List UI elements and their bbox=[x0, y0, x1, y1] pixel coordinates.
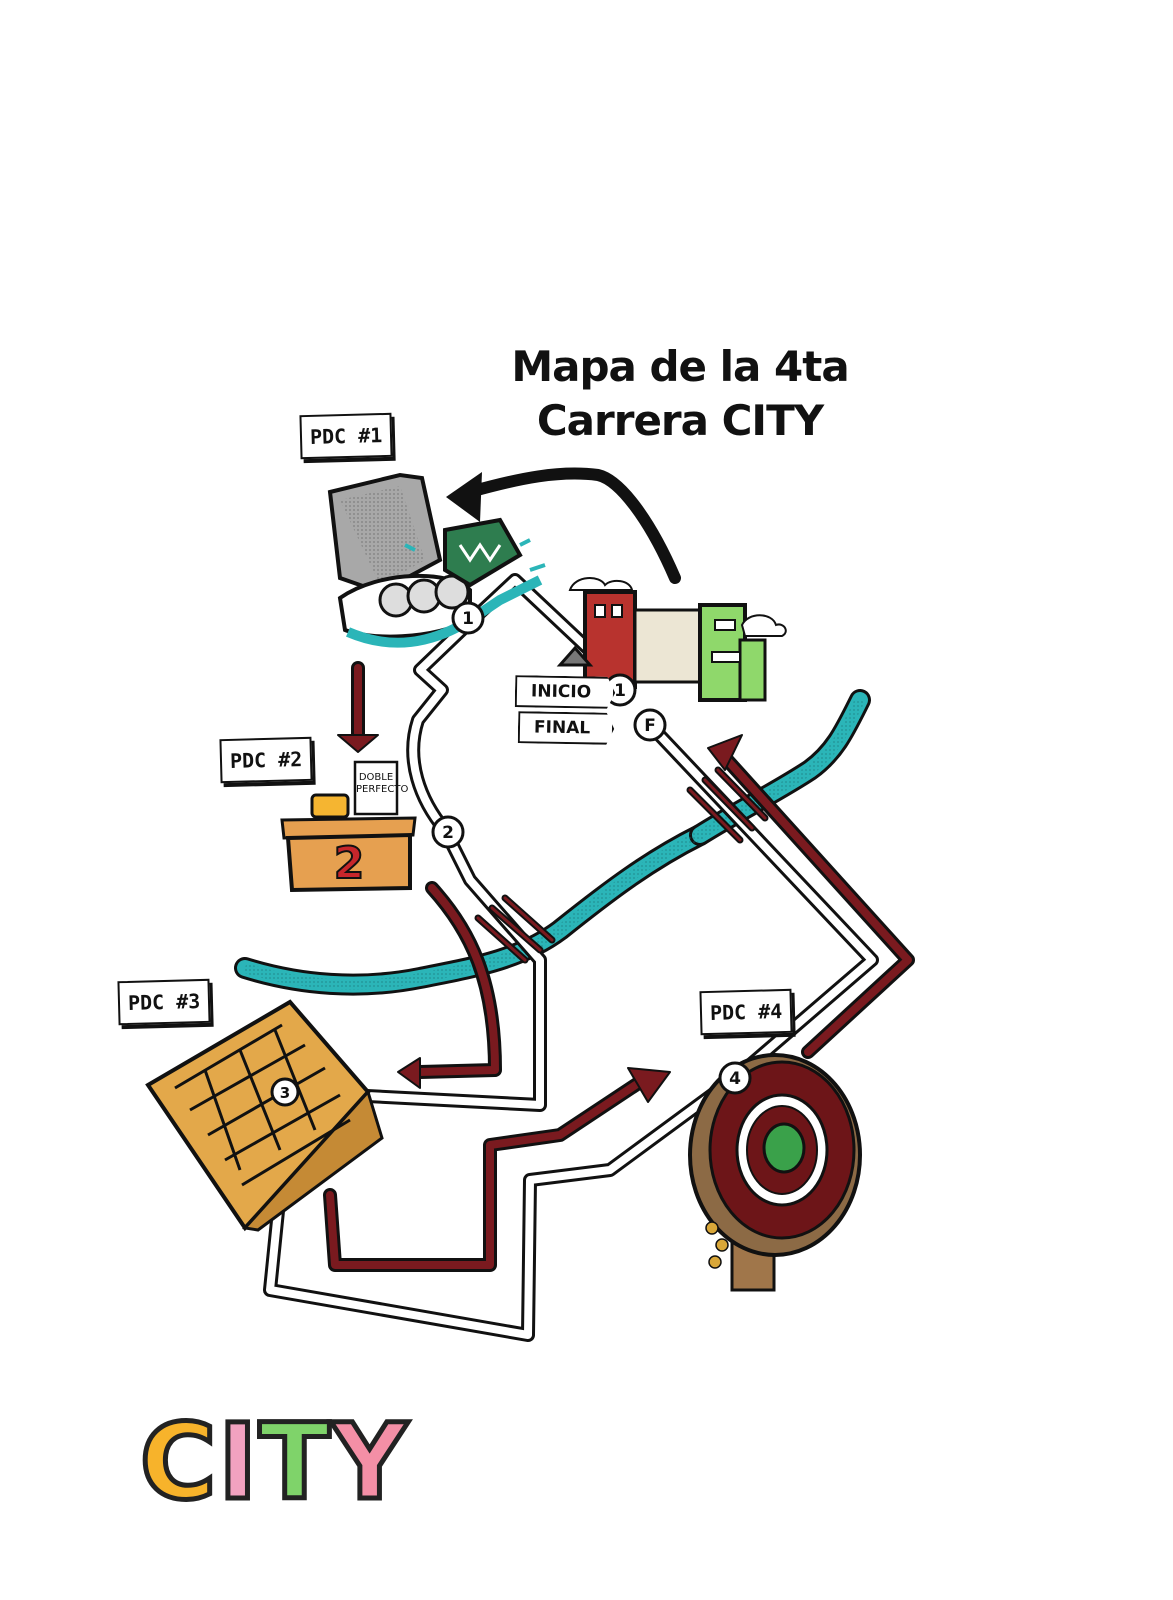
route-path bbox=[263, 573, 879, 1342]
desk-number: 2 bbox=[334, 838, 365, 889]
logo-letter-y: Y bbox=[329, 1401, 409, 1523]
marker-3: 3 bbox=[280, 1084, 290, 1102]
start-arrow bbox=[464, 467, 681, 584]
start-arrow-head bbox=[446, 472, 482, 522]
route-markers bbox=[270, 601, 752, 1107]
title-line-2: Carrera CITY bbox=[536, 396, 824, 445]
title-line-1: Mapa de la 4ta bbox=[511, 342, 849, 391]
roulette-landmark bbox=[688, 1053, 862, 1292]
marker-4: 4 bbox=[729, 1069, 741, 1089]
start-label: INICIO bbox=[515, 675, 616, 709]
pdc-3-label: PDC #3 bbox=[117, 978, 211, 1026]
pdc-4-label: PDC #4 bbox=[699, 988, 793, 1036]
pdc-2-label: PDC #2 bbox=[219, 736, 313, 784]
water-slide-landmark bbox=[327, 472, 546, 648]
finish-label: FINAL bbox=[518, 711, 615, 745]
red-arrows bbox=[323, 661, 915, 1272]
marker-start: 1 bbox=[614, 681, 626, 701]
city-logo: C I T Y bbox=[137, 1401, 409, 1523]
marker-1: 1 bbox=[462, 609, 474, 629]
map-title: Mapa de la 4ta Carrera CITY bbox=[490, 340, 870, 448]
logo-letter-t: T bbox=[257, 1401, 333, 1523]
desk-landmark bbox=[280, 760, 417, 893]
logo-letter-c: C bbox=[137, 1401, 218, 1523]
pdc-1-label: PDC #1 bbox=[299, 412, 393, 460]
marker-finish: F bbox=[644, 716, 656, 736]
logo-letter-i: I bbox=[216, 1401, 260, 1523]
city-landmark bbox=[556, 577, 787, 702]
maze-landmark bbox=[145, 999, 384, 1232]
marker-2: 2 bbox=[442, 823, 454, 843]
desk-sign: DOBLE PERFECTO bbox=[356, 772, 409, 795]
